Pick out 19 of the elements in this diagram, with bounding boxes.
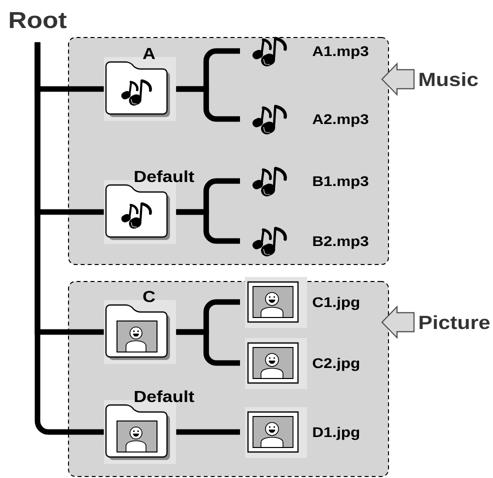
category-label: Music — [420, 72, 478, 86]
file-name: B2.mp3 — [313, 236, 368, 249]
file-name: A1.mp3 — [312, 46, 368, 59]
file-name: A2.mp3 — [312, 114, 368, 127]
category-label: Picture — [420, 315, 490, 330]
folder-name: A — [142, 48, 155, 59]
tree-line — [34, 42, 104, 435]
file-name: B1.mp3 — [313, 176, 368, 189]
bracket-line — [176, 209, 240, 244]
file-name: C1.jpg — [312, 296, 360, 310]
folder-name: Default — [134, 390, 194, 402]
connector-line — [176, 429, 240, 435]
file-name: C2.jpg — [312, 358, 360, 371]
file-name: D1.jpg — [313, 426, 360, 440]
folder-name: C — [143, 290, 155, 302]
bracket-line — [176, 86, 240, 122]
folder-name: Default — [134, 170, 194, 182]
bracket-line — [176, 329, 240, 366]
root-label: Root — [10, 12, 67, 28]
